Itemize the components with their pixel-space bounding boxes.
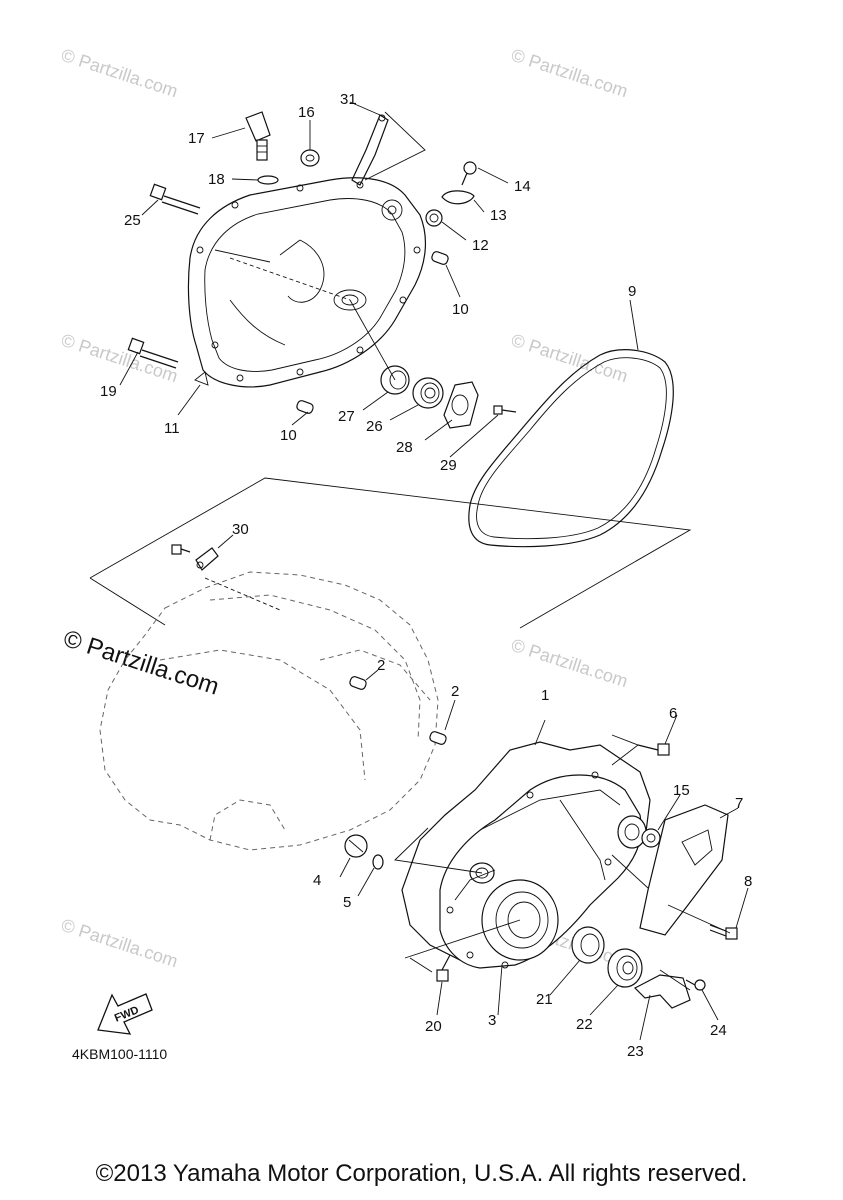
callout-1: 1 <box>541 687 549 704</box>
part-16-plug <box>300 149 320 167</box>
part-8-bolt <box>709 924 738 940</box>
lower-assembly: 1 6 15 7 8 4 5 20 3 21 22 23 24 <box>313 687 752 1060</box>
part-17-filler-cap <box>245 111 271 161</box>
part-19-bolt <box>127 337 179 369</box>
callout-7: 7 <box>735 795 743 812</box>
part-29-screw <box>493 405 517 415</box>
watermark: © Partzilla.com <box>509 635 631 692</box>
cover-boss <box>333 289 367 311</box>
callout-3: 3 <box>488 1012 496 1029</box>
callout-18: 18 <box>208 171 225 188</box>
part-7-sprocket-cover <box>639 804 729 936</box>
upper-assembly: 16 17 18 25 31 14 13 12 10 9 19 11 10 27… <box>100 91 674 548</box>
callout-20: 20 <box>425 1018 442 1035</box>
callout-14: 14 <box>514 178 531 195</box>
callout-26: 26 <box>366 418 383 435</box>
callout-10-lower: 10 <box>280 427 297 444</box>
part-23-retainer <box>633 974 691 1009</box>
part-5-o-ring <box>372 854 384 870</box>
part-18-o-ring <box>257 175 279 185</box>
callout-9: 9 <box>628 283 636 300</box>
part-14-screw <box>461 161 477 186</box>
part-28-retainer <box>443 381 479 429</box>
callout-4: 4 <box>313 872 321 889</box>
part-20-bolt <box>436 954 451 982</box>
watermark: © Partzilla.com <box>59 915 181 972</box>
fwd-arrow-icon: FWD <box>97 993 153 1035</box>
copyright-notice: ©2013 Yamaha Motor Corporation, U.S.A. A… <box>95 1160 748 1187</box>
callout-19: 19 <box>100 383 117 400</box>
part-10-dowel-lower <box>296 400 314 414</box>
callout-31: 31 <box>340 91 357 108</box>
callout-11: 11 <box>164 420 180 437</box>
callout-22: 22 <box>576 1016 593 1033</box>
callout-24: 24 <box>710 1022 727 1039</box>
callout-8: 8 <box>744 873 752 890</box>
part-2-dowel-b <box>429 731 447 745</box>
part-26-bearing <box>412 377 444 409</box>
callout-12: 12 <box>472 237 489 254</box>
callout-5: 5 <box>343 894 351 911</box>
watermark-main: © Partzilla.com <box>60 625 222 701</box>
callout-6: 6 <box>669 705 677 722</box>
watermark: © Partzilla.com <box>59 330 181 387</box>
diagram-code: 4KBM100-1110 <box>72 1046 167 1062</box>
callout-21: 21 <box>536 991 553 1008</box>
watermark: © Partzilla.com <box>59 45 181 102</box>
callout-13: 13 <box>490 207 507 224</box>
crankcase-cover-outer <box>187 177 426 388</box>
part-22-bearing <box>607 948 643 988</box>
callout-23: 23 <box>627 1043 644 1060</box>
part-13-plate <box>441 190 475 205</box>
part-4-plug <box>344 834 368 858</box>
part-2-dowel-a <box>349 676 367 690</box>
engine-ghost-outline <box>99 571 439 851</box>
watermark: © Partzilla.com <box>509 45 631 102</box>
callout-17: 17 <box>188 130 205 147</box>
engine-ghost-section: 30 2 2 <box>89 477 692 851</box>
callout-2b: 2 <box>451 683 459 700</box>
callout-27: 27 <box>338 408 355 425</box>
part-6-bolt <box>637 743 670 756</box>
part-12-oil-seal <box>425 209 443 227</box>
part-31-lever <box>351 111 426 186</box>
leader-lines-lower <box>339 714 749 1041</box>
callout-29: 29 <box>440 457 457 474</box>
part-21-bearing <box>571 926 605 964</box>
callout-28: 28 <box>396 439 413 456</box>
part-30-bolt-clip <box>171 544 219 571</box>
callout-16: 16 <box>298 104 315 121</box>
callout-25: 25 <box>124 212 141 229</box>
callout-10-upper: 10 <box>452 301 469 318</box>
part-10-dowel-upper <box>431 251 449 265</box>
callout-30: 30 <box>232 521 249 538</box>
callout-15: 15 <box>673 782 690 799</box>
part-25-bolt <box>149 183 201 215</box>
part-24-screw <box>685 979 706 991</box>
callout-2a: 2 <box>377 657 385 674</box>
leader-lines-upper <box>119 101 639 458</box>
part-9-gasket <box>468 349 674 548</box>
part-15-seal <box>641 828 661 848</box>
